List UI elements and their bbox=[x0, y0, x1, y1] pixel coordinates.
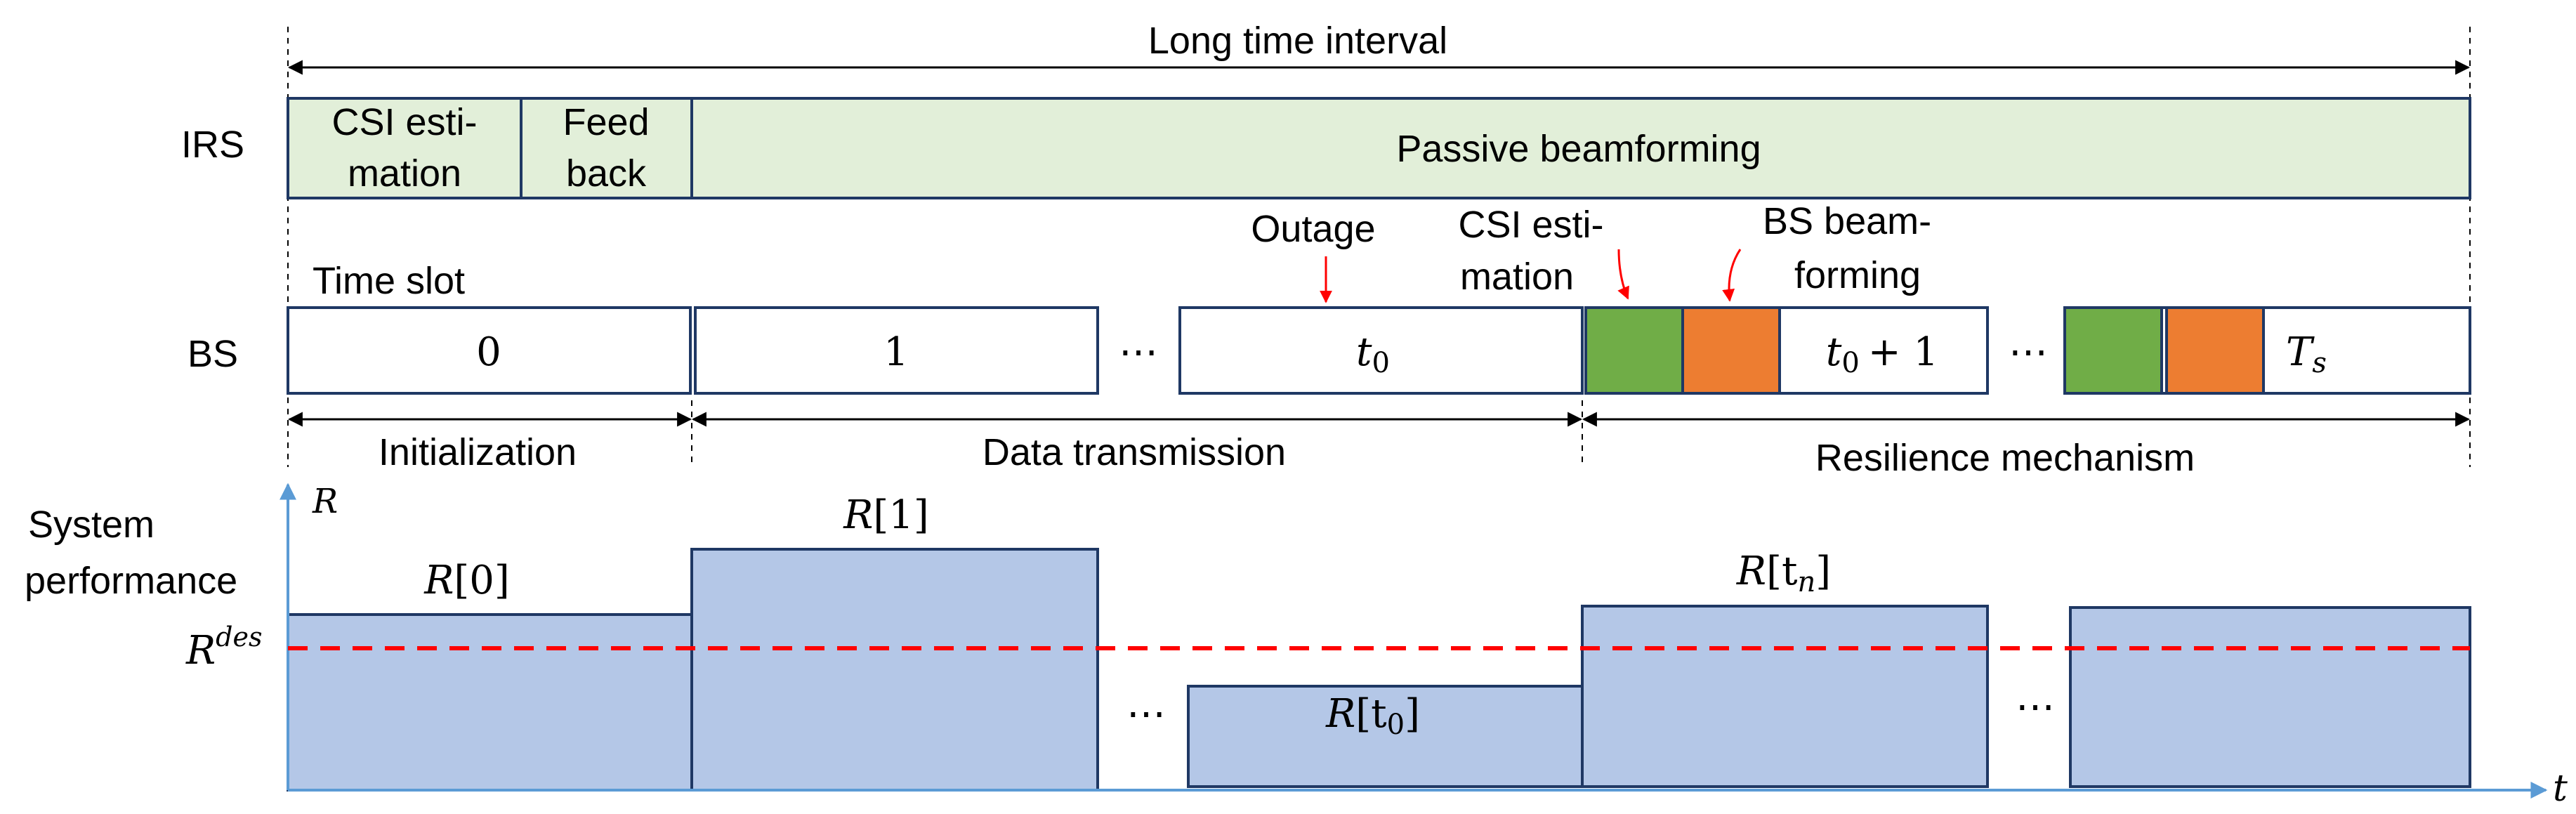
bs-beam-arrow bbox=[1722, 249, 1742, 302]
bs-beam-label-line1: BS beam- bbox=[1763, 200, 1931, 242]
bs-beam-label-line2: forming bbox=[1794, 254, 1921, 296]
perf-ellipsis-1: ⋯ bbox=[1126, 691, 1166, 737]
perf-bar-tn bbox=[1581, 605, 1989, 788]
irs-csi-label-line1: CSI esti- bbox=[331, 101, 477, 143]
irs-feedback-label-line2: back bbox=[566, 152, 647, 195]
bs-timeline bbox=[287, 306, 2471, 395]
system-performance-label-line1: System bbox=[28, 504, 155, 546]
irs-timeline bbox=[287, 97, 2471, 199]
bs-row-label: BS bbox=[188, 333, 238, 375]
bs-csi-label-line1: CSI esti- bbox=[1458, 204, 1603, 246]
irs-passive-block bbox=[690, 97, 2471, 199]
perf-bar-1 bbox=[690, 548, 1099, 792]
bs-csi-estimation-block bbox=[1584, 306, 1684, 395]
performance-y-axis-label: R bbox=[312, 482, 338, 521]
bs-ellipsis-1: ⋯ bbox=[1119, 329, 1158, 375]
performance-x-axis-label: t bbox=[2553, 768, 2568, 810]
guide-lines bbox=[287, 27, 2471, 467]
time-slot-label: Time slot bbox=[313, 260, 465, 302]
perf-bar-ts bbox=[2069, 606, 2471, 788]
bs-slot-t0 bbox=[1178, 306, 1584, 395]
bs-slot-t0-plus-1-label: t0+ 1 bbox=[1826, 329, 1938, 379]
bs-slot-ts-label: Ts bbox=[2286, 329, 2327, 379]
irs-row-label: IRS bbox=[181, 124, 244, 166]
perf-label-rt0: R[t0] bbox=[1325, 691, 1420, 741]
irs-passive-label: Passive beamforming bbox=[1396, 128, 1761, 170]
bs-slot-1-label: 1 bbox=[883, 329, 909, 375]
perf-label-r1: R[1] bbox=[843, 492, 929, 538]
long-interval-label: Long time interval bbox=[1148, 20, 1447, 62]
perf-ellipsis-2: ⋯ bbox=[2016, 684, 2055, 730]
bs-csi-label-line2: mation bbox=[1460, 256, 1574, 298]
bs-slot-0-label: 0 bbox=[476, 329, 501, 375]
irs-feedback-label-line1: Feed bbox=[563, 101, 649, 143]
initialization-label: Initialization bbox=[379, 431, 577, 473]
perf-label-rtn: R[tn] bbox=[1736, 549, 1831, 598]
irs-csi-label-line2: mation bbox=[348, 152, 461, 195]
irs-feedback-block bbox=[520, 97, 693, 199]
perf-bar-t0 bbox=[1187, 685, 1584, 788]
bs-ts-beam-block bbox=[2165, 306, 2265, 395]
resilience-label: Resilience mechanism bbox=[1815, 437, 2195, 479]
threshold-label: Rdes bbox=[185, 622, 263, 674]
system-performance-label-line2: performance bbox=[25, 560, 237, 602]
bs-csi-arrow bbox=[1617, 249, 1629, 300]
outage-label: Outage bbox=[1251, 208, 1375, 250]
bs-slot-1 bbox=[694, 306, 1099, 395]
data-transmission-label: Data transmission bbox=[983, 431, 1286, 473]
bs-slot-0 bbox=[287, 306, 692, 395]
bs-ts-csi-block bbox=[2063, 306, 2163, 395]
perf-label-r0: R[0] bbox=[423, 558, 510, 603]
bs-beamforming-block bbox=[1681, 306, 1781, 395]
bs-ellipsis-2: ⋯ bbox=[2009, 329, 2048, 375]
perf-bar-0 bbox=[287, 613, 693, 792]
performance-bars bbox=[287, 548, 2471, 792]
bs-slot-t0-label: t0 bbox=[1356, 329, 1390, 379]
